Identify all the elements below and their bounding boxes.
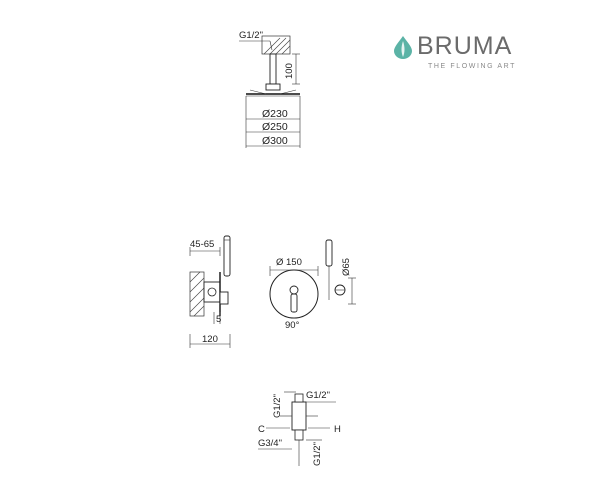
drop-leaf: [401, 41, 405, 57]
mixer-cartridge: [207, 287, 217, 297]
valve-bottom-right-label: G1/2": [312, 442, 323, 466]
valve-cold-label: C: [258, 424, 265, 435]
offset-label: 5: [216, 314, 221, 325]
holder-diameter-label: Ø65: [341, 258, 352, 276]
valve-top-left-label: G1/2": [272, 394, 283, 418]
projection-label: 120: [202, 334, 218, 345]
mixer-side-drawing: 45-65 5 120: [189, 235, 231, 348]
plate-diameter-label: Ø 150: [276, 257, 302, 268]
mixer-handle: [290, 293, 298, 313]
brand-logo: BRUMA THE FLOWING ART: [392, 31, 537, 77]
mixer-front-drawing: Ø 150 90° Ø65: [269, 239, 356, 331]
shower-thread-label: G1/2": [239, 30, 263, 41]
mixer-lever: [219, 291, 229, 305]
shower-arm: [269, 53, 277, 85]
rotation-label: 90°: [285, 320, 300, 331]
valve-top-port: [294, 393, 304, 403]
diameter-250: Ø250: [262, 121, 288, 133]
water-drop-icon: [394, 36, 412, 59]
hand-shower-side: [223, 235, 231, 277]
diameter-230: Ø230: [262, 108, 288, 120]
shower-connector: [265, 83, 281, 91]
mixer-body: [203, 281, 221, 303]
diameter-300: Ø300: [262, 135, 288, 147]
recess-depth-label: 45-65: [190, 239, 214, 250]
valve-bottom-left-label: G3/4": [258, 438, 282, 449]
hand-shower-front: [325, 239, 333, 267]
valve-drawing: G1/2" G1/2" C H G3/4" G1/2": [258, 390, 341, 466]
shower-head-drawing: G1/2" 100 Ø230 Ø250 Ø300: [239, 30, 301, 148]
arm-length-label: 100: [284, 63, 295, 79]
wall-section: [189, 271, 205, 317]
mixer-knob: [289, 285, 299, 295]
valve-top-right-label: G1/2": [306, 390, 330, 401]
mixer-plate: [269, 269, 319, 319]
valve-bottom-port: [294, 429, 304, 441]
valve-body: [291, 401, 307, 431]
brand-name: BRUMA: [417, 32, 513, 60]
ceiling-block: [261, 35, 291, 55]
brand-tagline: THE FLOWING ART: [428, 63, 517, 70]
valve-hot-label: H: [334, 424, 341, 435]
